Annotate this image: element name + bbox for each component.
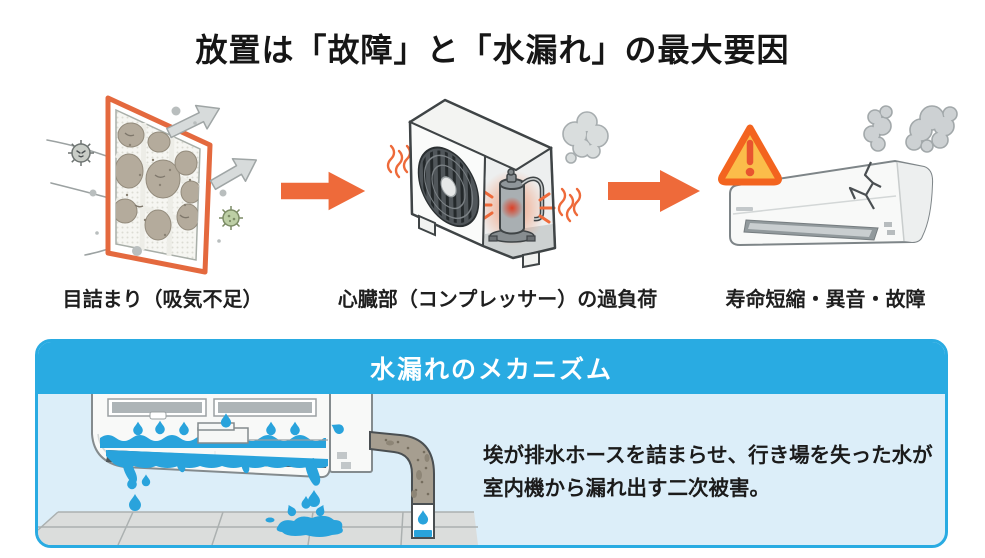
warning-triangle-icon (718, 124, 782, 186)
unit-foot (522, 250, 540, 269)
dust-clogs (116, 122, 200, 241)
intake-vents (107, 398, 317, 420)
dust-particles-icon (89, 106, 227, 256)
clogged-filter-illustration (46, 95, 258, 275)
air-escape-arrows-icon (166, 104, 258, 191)
falling-drops-icon (127, 474, 320, 511)
water-leak-panel: 水漏れのメカニズム (35, 339, 948, 548)
step-caption-breakdown: 寿命短縮・異音・故障 (725, 289, 926, 311)
flow-arrow-icon (281, 171, 366, 211)
leaking-unit-illustration (38, 390, 478, 545)
water-puddle (265, 496, 343, 537)
fan-icon (417, 140, 480, 234)
panel-title: 水漏れのメカニズム (369, 356, 613, 384)
clogged-drain-hose (369, 430, 435, 539)
crack-icon (848, 161, 882, 210)
step-caption-compressor: 心臓部（コンプレッサー）の過負荷 (337, 289, 658, 311)
outdoor-unit (407, 98, 557, 269)
brand-mark (736, 207, 753, 211)
smoke-icon (863, 105, 958, 153)
germ-icon (68, 140, 243, 230)
smoke-icon (562, 111, 609, 164)
panel-header: 水漏れのメカニズム (38, 342, 945, 394)
damaged-indoor-unit-illustration (718, 105, 958, 247)
step-caption-filter: 目詰まり（吸気不足） (62, 289, 263, 311)
panel-description: 埃が排水ホースを詰まらせ、行き場を失った水が 室内機から漏れ出す二次被害。 (483, 439, 945, 505)
indoor-unit-cross-section (91, 390, 373, 486)
unit-foot (418, 214, 436, 237)
overflowing-water (106, 450, 328, 486)
tiled-floor (38, 511, 478, 545)
panel-description-line1: 埃が排水ホースを詰まらせ、行き場を失った水が (483, 444, 933, 467)
compressor (488, 168, 545, 243)
flow-arrow-icon (608, 170, 700, 212)
panel-description-line2: 室内機から漏れ出す二次被害。 (483, 477, 770, 500)
page-title: 放置は「故障」と「水漏れ」の最大要因 (195, 32, 790, 68)
overheating-compressor-illustration (386, 98, 609, 269)
